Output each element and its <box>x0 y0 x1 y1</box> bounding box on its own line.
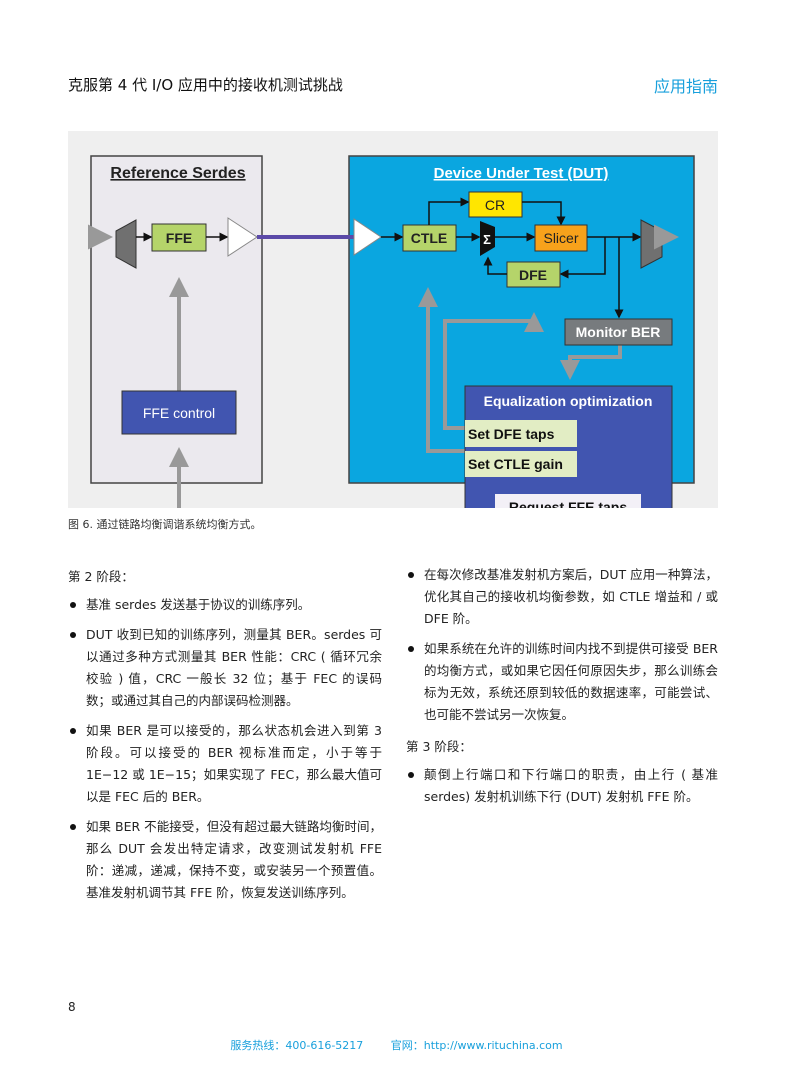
ctle-block <box>402 224 457 252</box>
ffe-block <box>151 223 207 252</box>
dut-title: Device Under Test (DUT) <box>434 165 609 182</box>
page-number: 8 <box>68 1000 76 1014</box>
list-item: 颠倒上行端口和下行端口的职责，由上行 ( 基准 serdes) 发射机训练下行 … <box>406 764 718 808</box>
slicer-block <box>534 224 588 252</box>
document-title: 克服第 4 代 I/O 应用中的接收机测试挑战 <box>68 76 343 94</box>
right-column: 在每次修改基准发射机方案后，DUT 应用一种算法，优化其自己的接收机均衡参数，如… <box>406 564 718 816</box>
sigma-label: Σ <box>483 232 491 247</box>
ffe-control-label: FFE control <box>143 405 215 421</box>
list-item: 如果 BER 是可以接受的，那么状态机会进入到第 3 阶段。可以接受的 BER … <box>68 720 382 808</box>
set-ctle-gain-label: Set CTLE gain <box>468 456 563 472</box>
tx-driver-icon <box>227 217 258 257</box>
reference-serdes-title: Reference Serdes <box>110 165 245 182</box>
section-tag: 应用指南 <box>653 77 718 96</box>
equalization-optimization-label: Equalization optimization <box>484 393 653 409</box>
list-item: DUT 收到已知的训练序列，测量其 BER。serdes 可以通过多种方式测量其… <box>68 624 382 712</box>
list-item: 如果系统在允许的训练时间内找不到提供可接受 BER 的均衡方式，或如果它因任何原… <box>406 638 718 726</box>
stage-2-heading: 第 2 阶段： <box>68 569 134 584</box>
stage-3-heading: 第 3 阶段： <box>406 739 472 754</box>
request-ffe-taps-label: Request FFE taps <box>509 499 627 508</box>
slicer-label: Slicer <box>543 230 578 246</box>
list-item: 在每次修改基准发射机方案后，DUT 应用一种算法，优化其自己的接收机均衡参数，如… <box>406 564 718 630</box>
serializer-mux-icon <box>115 219 137 269</box>
cr-block <box>468 191 523 218</box>
left-column: 第 2 阶段： 基准 serdes 发送基于协议的训练序列。 DUT 收到已知的… <box>68 566 382 912</box>
monitor-ber-block <box>564 318 673 346</box>
monitor-ber-label: Monitor BER <box>576 324 661 340</box>
ffe-control-block <box>121 390 237 435</box>
dfe-block <box>506 261 561 288</box>
figure-caption: 图 6. 通过链路均衡调谐系统均衡方式。 <box>68 518 262 531</box>
rx-input-icon <box>353 218 382 256</box>
ctle-label: CTLE <box>411 230 448 246</box>
footer: 服务热线：400-616-5217 官网：http://www.rituchin… <box>0 1037 793 1053</box>
ffe-label: FFE <box>166 230 192 246</box>
list-item: 基准 serdes 发送基于协议的训练序列。 <box>68 594 382 616</box>
footer-hotline: 服务热线：400-616-5217 <box>230 1039 364 1052</box>
figure-diagram: Reference Serdes Device Under Test (DUT)… <box>68 131 718 508</box>
list-item: 如果 BER 不能接受，但没有超过最大链路均衡时间，那么 DUT 会发出特定请求… <box>68 816 382 904</box>
summer-icon <box>480 221 495 256</box>
dfe-label: DFE <box>519 267 547 283</box>
set-dfe-taps-label: Set DFE taps <box>468 426 555 442</box>
footer-website[interactable]: 官网：http://www.rituchina.com <box>390 1039 563 1052</box>
cr-label: CR <box>485 197 505 213</box>
